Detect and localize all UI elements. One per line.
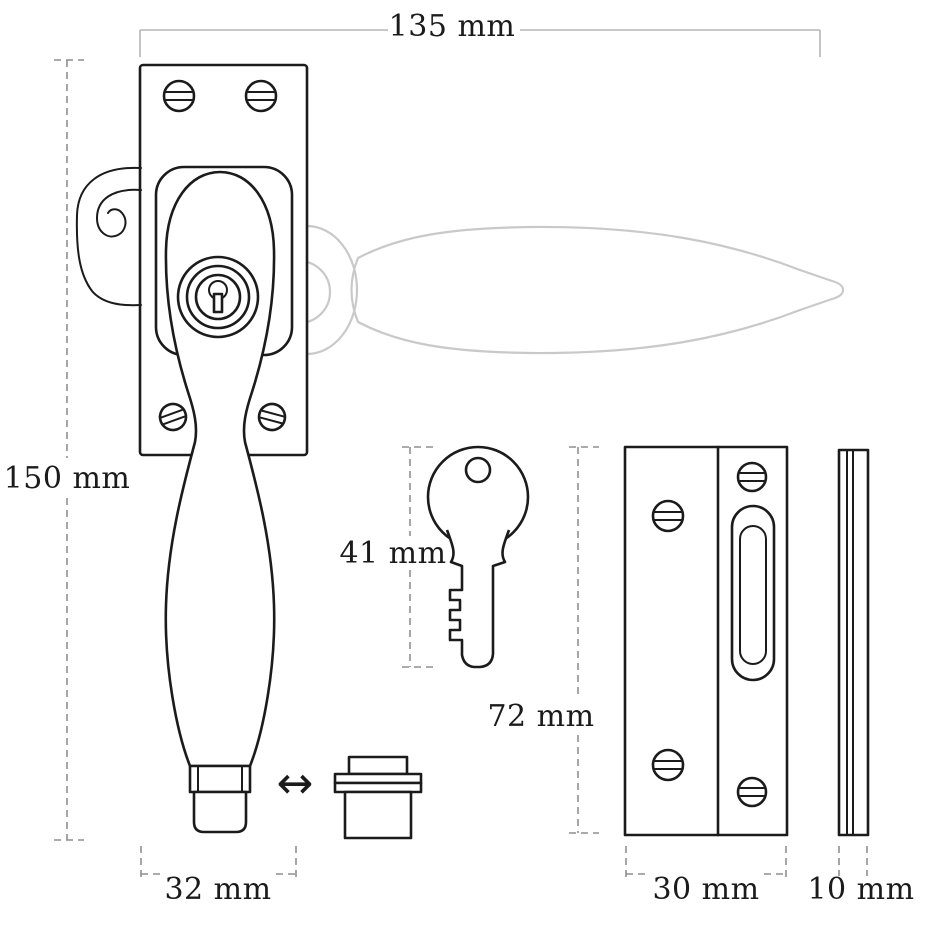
dim-key-height-label: 41 mm <box>339 536 446 571</box>
spacer-body <box>343 790 413 840</box>
dim-keep-width-label: 30 mm <box>652 872 759 907</box>
dim-key-height: 41 mm <box>339 446 446 668</box>
double-arrow-icon: ↔ <box>277 758 314 809</box>
dim-handle-width-label: 32 mm <box>164 872 271 907</box>
keyhole-lock <box>176 255 260 339</box>
dim-total-height-label: 150 mm <box>4 461 131 496</box>
key-illustration <box>426 445 530 669</box>
spacer-top <box>347 755 409 776</box>
screw-icon <box>736 776 768 808</box>
handle-cap <box>192 790 248 834</box>
fastener-front-view <box>75 63 309 834</box>
keep-slot-inner <box>739 525 767 665</box>
screw-icon <box>257 402 287 432</box>
screw-icon <box>651 748 685 782</box>
spacer-flange <box>333 772 423 785</box>
spacer-flange <box>333 781 423 794</box>
hook-catch-curl <box>95 188 142 238</box>
keep-plate <box>623 445 789 837</box>
ghost-open-handle <box>255 224 845 356</box>
dim-keep-height: 72 mm <box>487 446 599 834</box>
dim-total-height: 150 mm <box>4 59 131 841</box>
screw-icon <box>736 461 768 493</box>
hook-catch <box>75 166 142 307</box>
keep-plate-front-view <box>623 445 789 837</box>
screw-icon <box>162 79 196 113</box>
ghost-handle-grip <box>350 225 845 355</box>
dim-total-width: 135 mm <box>139 9 821 57</box>
dim-keep-width: 30 mm <box>625 846 787 907</box>
key-blade <box>445 529 511 669</box>
screw-icon <box>158 402 188 432</box>
keyhole-slot <box>212 292 224 314</box>
dim-total-width-label: 135 mm <box>389 9 516 44</box>
keep-plate-side-view <box>837 448 870 837</box>
keep-slot-outer <box>730 504 776 682</box>
dim-keep-height-label: 72 mm <box>487 699 594 734</box>
screw-icon <box>244 79 278 113</box>
screw-icon <box>651 499 685 533</box>
handle-ferrule <box>188 764 252 794</box>
dim-keep-depth-label: 10 mm <box>807 872 914 907</box>
dim-keep-depth: 10 mm <box>807 846 914 907</box>
packing-spacer <box>333 755 423 840</box>
key-head-hole <box>464 456 492 484</box>
dim-handle-width: 32 mm <box>140 846 297 907</box>
